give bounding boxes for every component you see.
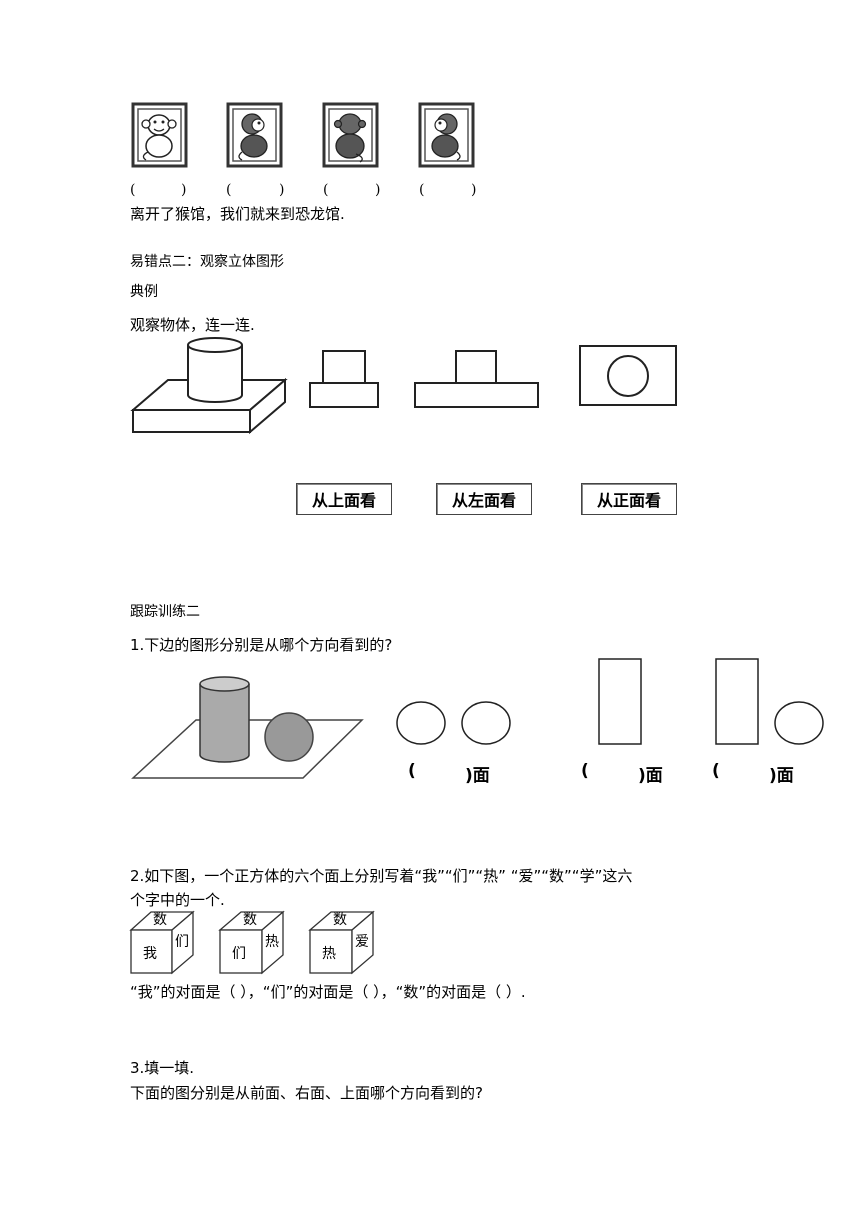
cube-3-front-label: 热 bbox=[322, 946, 336, 962]
cube-3 bbox=[308, 910, 375, 975]
slab-with-cylinder-figure bbox=[130, 337, 288, 435]
view-small-step-figure bbox=[309, 350, 379, 408]
q1-blank-1-close: )面 bbox=[465, 766, 490, 786]
cube-1-top-label: 数 bbox=[153, 912, 167, 928]
tall-rectangle-view-figure bbox=[598, 658, 642, 745]
cube-3-top-label: 数 bbox=[333, 912, 347, 928]
q2-text-line1: 2.如下图，一个正方体的六个面上分别写着“我”“们”“热” “爱”“数”“学”这… bbox=[130, 867, 633, 885]
cube-2-top-label: 数 bbox=[243, 912, 257, 928]
q1-blank-3-open: ( bbox=[712, 761, 720, 781]
cube-2-side-label: 热 bbox=[265, 934, 279, 950]
rectangle-and-circle-view-figure bbox=[715, 658, 824, 745]
q1-text: 1.下边的图形分别是从哪个方向看到的? bbox=[130, 636, 393, 654]
cube-2-front-label: 们 bbox=[232, 946, 246, 962]
monkey-back-view-picture bbox=[322, 102, 379, 168]
monkey-front-view-picture bbox=[131, 102, 188, 168]
answer-paren-close-1: ) bbox=[181, 182, 187, 198]
answer-paren-open-4: ( bbox=[419, 182, 425, 198]
q2-answer-line: “我”的对面是（ ），“们”的对面是（ ），“数”的对面是（ ）. bbox=[130, 983, 526, 1001]
answer-paren-open-1: ( bbox=[130, 182, 136, 198]
view-rectangle-circle-figure bbox=[579, 345, 677, 406]
view-label-front[interactable]: 从正面看 bbox=[581, 483, 677, 515]
answer-paren-close-2: ) bbox=[279, 182, 285, 198]
example-question: 观察物体，连一连. bbox=[130, 316, 255, 334]
answer-paren-close-3: ) bbox=[375, 182, 381, 198]
q3-title: 3.填一填. bbox=[130, 1059, 195, 1077]
view-wide-step-figure bbox=[414, 350, 539, 408]
cube-1-side-label: 们 bbox=[175, 934, 189, 950]
monkey-side-view-picture bbox=[226, 102, 283, 168]
q1-blank-1-open: ( bbox=[408, 761, 416, 781]
q1-blank-3-close: )面 bbox=[769, 766, 794, 786]
monkey-hall-note: 离开了猴馆，我们就来到恐龙馆. bbox=[130, 205, 345, 223]
cube-1-front-label: 我 bbox=[143, 946, 157, 962]
cube-1 bbox=[129, 910, 195, 975]
q3-text: 下面的图分别是从前面、右面、上面哪个方向看到的? bbox=[130, 1084, 483, 1102]
view-label-left[interactable]: 从左面看 bbox=[436, 483, 532, 515]
cube-3-side-label: 爱 bbox=[355, 934, 369, 950]
answer-paren-close-4: ) bbox=[471, 182, 477, 198]
practice-heading: 跟踪训练二 bbox=[130, 604, 200, 620]
q1-blank-2-close: )面 bbox=[638, 766, 663, 786]
cylinder-and-ball-on-board-figure bbox=[131, 676, 364, 779]
example-label: 典例 bbox=[130, 284, 158, 300]
q2-text-line2: 个字中的一个. bbox=[130, 891, 225, 909]
answer-paren-open-3: ( bbox=[323, 182, 329, 198]
two-circles-view-figure bbox=[396, 701, 511, 745]
cube-2 bbox=[218, 910, 285, 975]
answer-paren-open-2: ( bbox=[226, 182, 232, 198]
monkey-other-side-view-picture bbox=[418, 102, 475, 168]
q1-blank-2-open: ( bbox=[581, 761, 589, 781]
view-label-top[interactable]: 从上面看 bbox=[296, 483, 392, 515]
section-heading: 易错点二：观察立体图形 bbox=[130, 254, 284, 270]
